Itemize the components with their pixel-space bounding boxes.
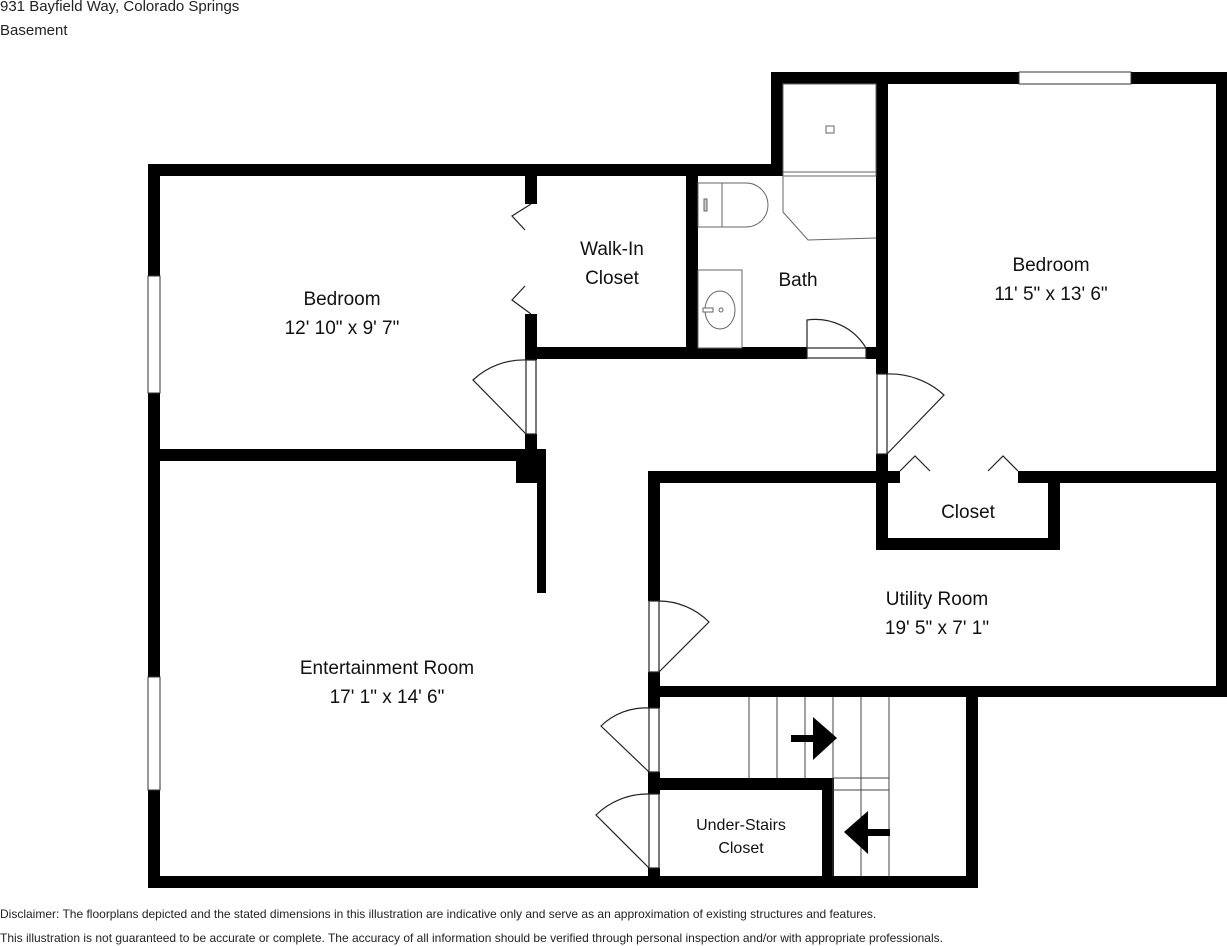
toilet-handle <box>703 198 708 212</box>
windows <box>147 71 1132 791</box>
arrow-down-shaft <box>866 829 890 836</box>
door-bath <box>806 347 867 359</box>
level-header: Basement <box>0 22 68 39</box>
label-understairs-closet-1: Under-Stairs <box>696 817 786 834</box>
door-closet-fold-right <box>987 455 1019 472</box>
arrow-right-head <box>813 717 837 760</box>
door-utility <box>648 600 660 673</box>
wall-utility-top-stub <box>888 471 900 483</box>
door-swing-utility <box>658 600 710 673</box>
door-swing-understairs <box>595 793 650 869</box>
wall-utility-top-right <box>1018 471 1227 483</box>
window-bedroom-left <box>147 275 161 394</box>
room-labels: Bedroom 12' 10" x 9' 7" Walk-In Closet B… <box>285 239 1108 857</box>
label-bath: Bath <box>778 270 817 291</box>
door-bedroom-left <box>525 359 537 435</box>
label-bedroom-right: Bedroom <box>1012 255 1089 276</box>
dims-bedroom-right: 11' 5" x 13' 6" <box>994 284 1107 305</box>
toilet-bowl <box>721 182 769 228</box>
wall-top-right <box>771 72 1227 84</box>
door-walkin-fold-top <box>511 203 532 231</box>
wall-closet-bottom <box>876 538 1060 550</box>
label-entertainment-room: Entertainment Room <box>300 658 474 679</box>
arrow-up-shaft <box>791 735 817 742</box>
dims-bedroom-left: 12' 10" x 9' 7" <box>285 318 400 339</box>
bath-corner-counter <box>782 176 877 241</box>
door-swing-bath <box>806 318 867 349</box>
door-swing-bedroom-left <box>472 359 527 435</box>
wall-hallway-stub <box>537 449 546 593</box>
stair-arrows <box>791 717 890 854</box>
address-header: 931 Bayfield Way, Colorado Springs <box>0 0 240 15</box>
door-swing-bedroom-right <box>886 373 945 455</box>
wall-utility-bottom <box>660 686 1227 697</box>
door-understairs <box>648 793 660 869</box>
label-understairs-closet-2: Closet <box>718 840 764 857</box>
wall-walkin-bottom <box>525 347 807 359</box>
wall-bath-bedroom-top <box>876 72 888 374</box>
wall-walkin-bath <box>686 164 698 359</box>
window-bedroom-right <box>1018 71 1132 85</box>
wall-utility-left-mid <box>648 672 660 708</box>
disclaimer-line-1: Disclaimer: The floorplans depicted and … <box>0 907 877 921</box>
doors <box>472 203 1019 869</box>
wall-stairs-right <box>966 686 978 888</box>
label-closet: Closet <box>941 502 996 523</box>
label-utility-room: Utility Room <box>886 589 988 610</box>
wall-outer-bottom <box>148 876 978 888</box>
wall-understairs-right <box>822 778 834 888</box>
door-stairs <box>648 707 660 773</box>
door-walkin-fold-bottom <box>511 285 532 315</box>
dims-utility-room: 19' 5" x 7' 1" <box>885 618 989 639</box>
dims-entertainment-room: 17' 1" x 14' 6" <box>330 687 445 708</box>
sink-drain <box>718 307 724 313</box>
label-bedroom-left: Bedroom <box>303 289 380 310</box>
disclaimer-line-2: This illustration is not guaranteed to b… <box>0 931 943 945</box>
bath-fixtures <box>697 83 877 349</box>
door-swing-stairs <box>600 707 650 773</box>
walls <box>148 72 1227 888</box>
wall-closet-divider-top <box>525 164 537 204</box>
label-walkin-closet-1: Walk-In <box>580 239 644 260</box>
window-entertainment <box>147 676 161 791</box>
wall-understairs-top <box>660 778 834 790</box>
door-closet-fold-left <box>899 455 931 472</box>
sink-faucet <box>702 307 714 313</box>
toilet-tank <box>697 182 723 228</box>
arrow-left-head <box>844 811 868 854</box>
label-walkin-closet-2: Closet <box>585 268 640 289</box>
wall-utility-left-top <box>648 471 660 601</box>
shower-drain <box>825 125 835 134</box>
wall-top-left <box>148 164 782 176</box>
wall-utility-top-left <box>648 471 888 483</box>
wall-utility-left-bottom <box>648 868 660 888</box>
wall-closet-right <box>1048 471 1060 550</box>
door-bedroom-right <box>876 373 888 455</box>
wall-bath-bedroom-bottom <box>876 454 888 550</box>
wall-bath-step <box>771 72 783 176</box>
wall-bedroom-entertainment <box>148 449 530 461</box>
wall-outer-right <box>1216 72 1227 690</box>
wall-utility-left-mid2 <box>648 772 660 794</box>
